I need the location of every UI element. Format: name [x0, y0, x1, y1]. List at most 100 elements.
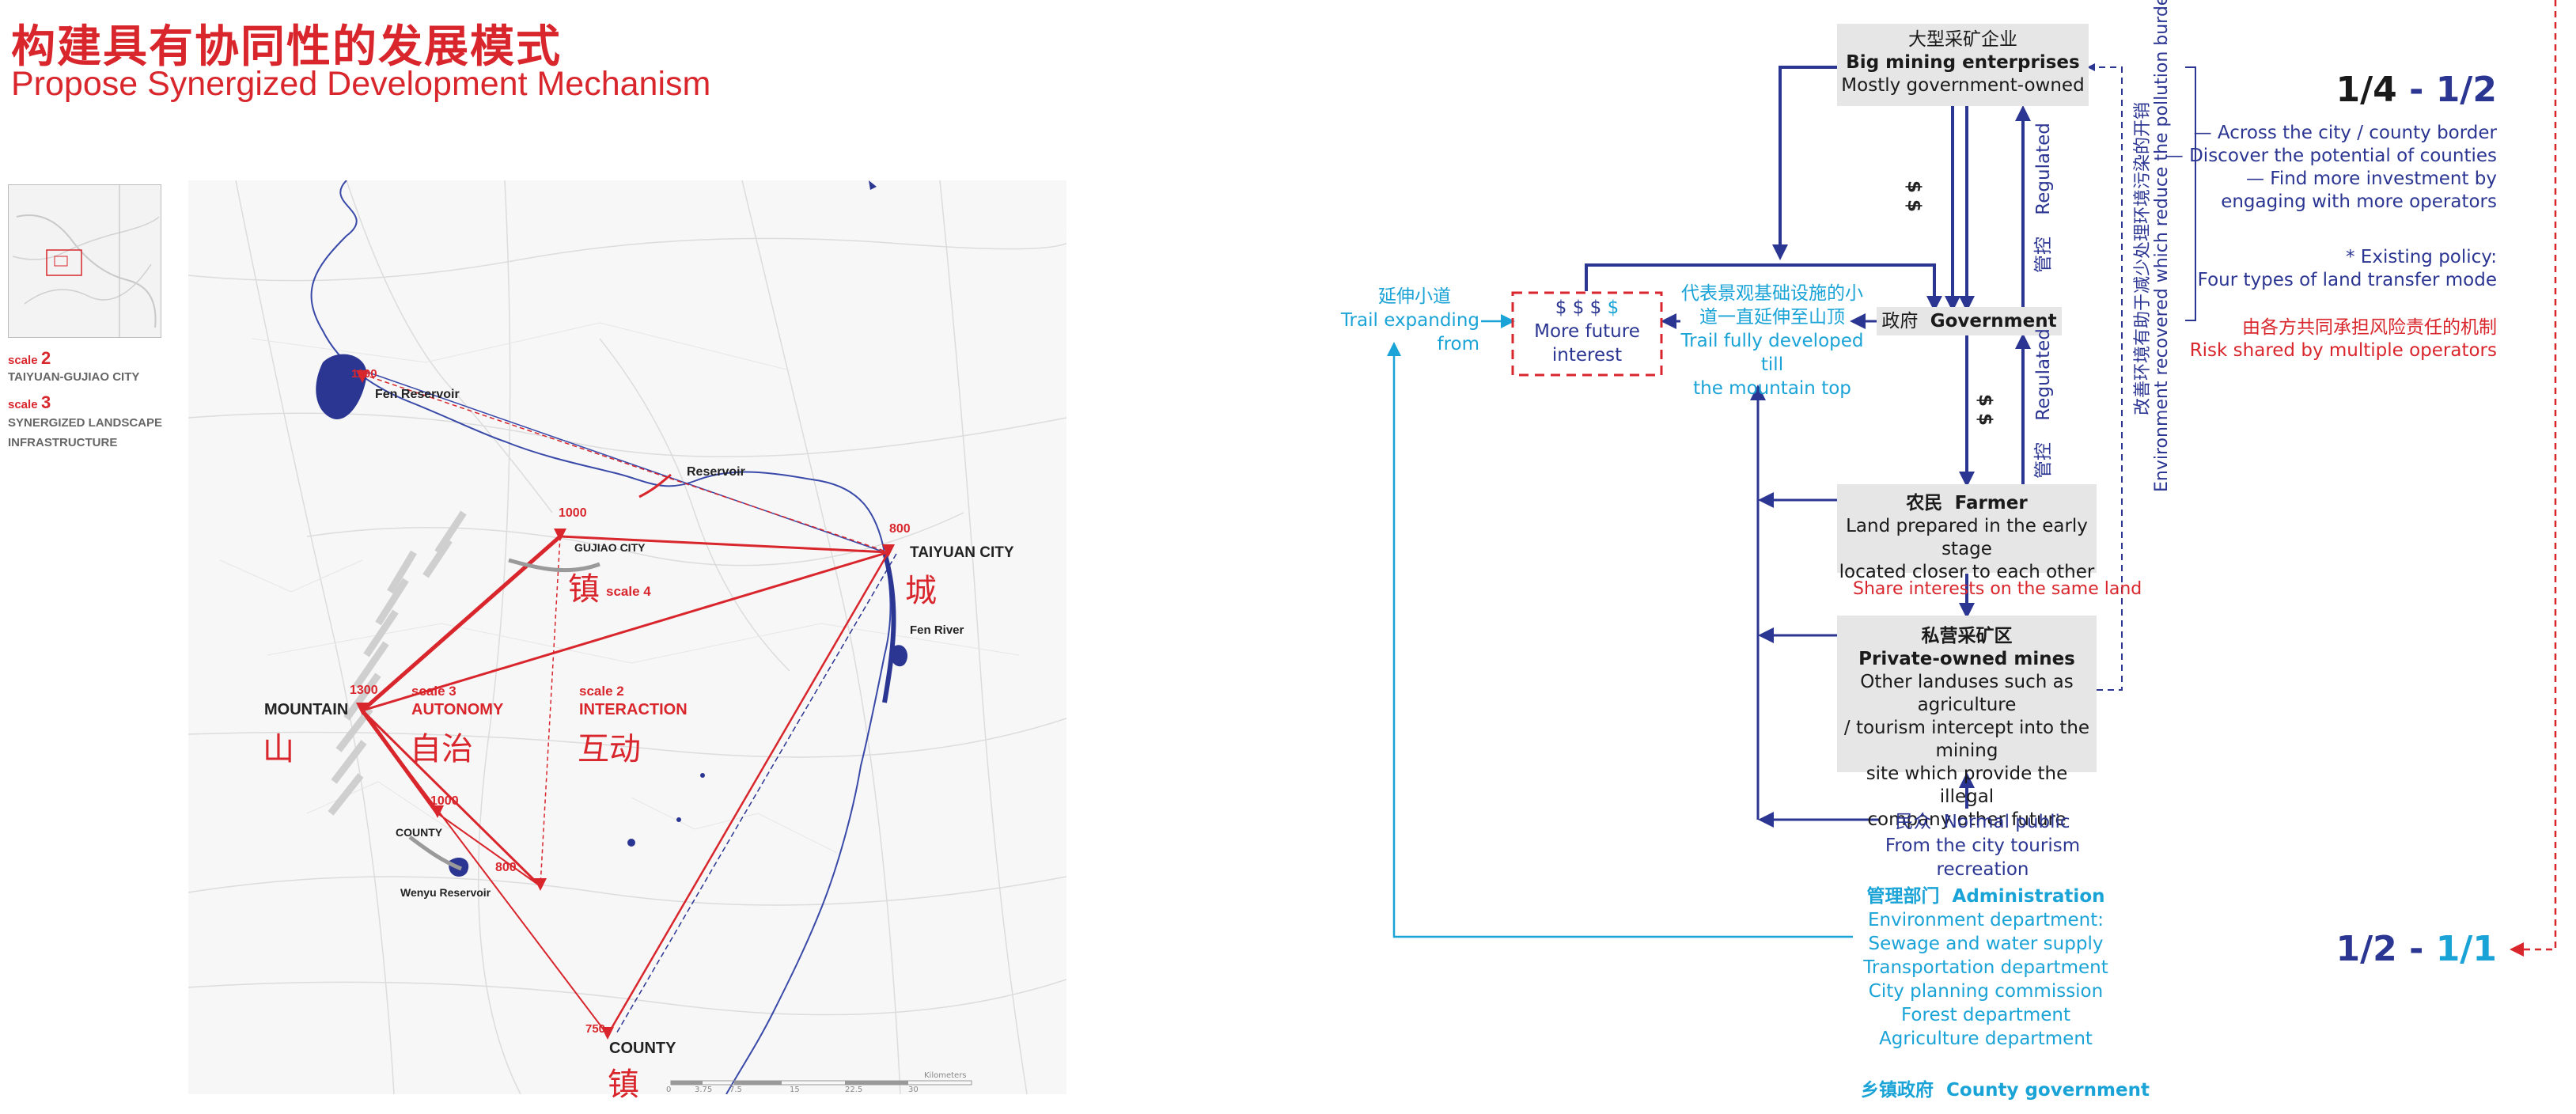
money-upper: $ $	[1904, 180, 1924, 213]
risk-cn: 由各方共同承担风险责任的机制	[2242, 317, 2497, 338]
bullet-item: — Find more investment by	[2245, 169, 2497, 189]
trail-mid-en1: Trail fully developed till	[1680, 331, 1864, 375]
existing-policy: * Existing policy: Four types of land tr…	[2198, 246, 2497, 292]
money-lower: $ $	[1975, 394, 1995, 426]
hudong-label: 互动	[578, 732, 641, 767]
label-reservoir: Reservoir	[687, 465, 745, 479]
title-en: Propose Synergized Development Mechanism	[11, 65, 711, 103]
government-box: 政府 Government	[1877, 307, 2062, 335]
regulated-lower-cn: 管控	[2033, 442, 2054, 479]
future-dollars-navy: $ $ $	[1555, 297, 1602, 318]
scalebar-tick-2: 7.5	[729, 1086, 742, 1094]
bullet-item: — Discover the potential of counties	[2165, 146, 2497, 166]
future-dollars-cyan: $	[1607, 297, 1619, 318]
ratio-bottom-sep: -	[2396, 929, 2436, 969]
cheng-label: 城	[905, 574, 937, 608]
legend-scale2: scale 2	[8, 348, 51, 369]
legend-scale2-num: 2	[41, 348, 51, 368]
private-mines-box: 私营采矿区 Private-owned mines Other landuses…	[1837, 616, 2097, 830]
scalebar	[670, 1080, 972, 1086]
zhen-bottom: 镇	[608, 1067, 639, 1102]
admin-item: Agriculture department	[1879, 1029, 2093, 1049]
scalebar-unit: Kilometers	[924, 1071, 967, 1080]
future-line2: interest	[1551, 345, 1623, 366]
regulated-lower: 管控 Regulated	[2028, 328, 2055, 479]
farmer-box: 农民 Farmer Land prepared in the early sta…	[1837, 484, 2097, 582]
elev-800-top: 800	[889, 522, 911, 536]
label-county: COUNTY	[609, 1040, 676, 1057]
zizhi-label: 自治	[410, 732, 473, 767]
scalebar-tick-1: 3.75	[695, 1086, 713, 1094]
locator-map-sketch	[12, 185, 160, 337]
legend-scale2-word: scale	[8, 354, 38, 367]
county-gov-cn: 乡镇政府	[1861, 1080, 1934, 1101]
scale3-map: scale 3	[411, 684, 456, 699]
scalebar-tick-3: 15	[790, 1086, 800, 1094]
label-fen-river: Fen River	[910, 623, 964, 637]
private-mines-line4: company other future	[1867, 809, 2066, 830]
policy-line1: * Existing policy:	[2345, 247, 2497, 267]
farmer-line1: Land prepared in the early stage	[1846, 516, 2088, 559]
elev-750: 750	[585, 1022, 606, 1036]
map-drawing	[188, 180, 1066, 1094]
big-mining-box: 大型采矿企业 Big mining enterprises Mostly gov…	[1837, 24, 2089, 106]
farmer-en: Farmer	[1954, 493, 2028, 513]
government-cn: 政府	[1881, 311, 1919, 332]
elev-1300: 1300	[350, 684, 378, 697]
title-cn: 构建具有协同性的发展模式	[11, 21, 562, 73]
trail-mid-note: 代表景观基础设施的小 道一直延伸至山顶 Trail fully develope…	[1669, 282, 1875, 400]
ratio-top: 1/4 - 1/2	[2335, 70, 2497, 110]
elev-1190: 1190	[351, 367, 377, 381]
public-cn: 民众	[1895, 812, 1932, 832]
county-government: 乡镇政府 County government	[1861, 1074, 2150, 1101]
right-bullets: — Across the city / county border — Disc…	[2165, 122, 2497, 214]
ratio-bottom-a: 1/2	[2335, 929, 2397, 969]
elev-1000-bottom: 1000	[430, 794, 459, 808]
label-taiyuan-city: TAIYUAN CITY	[910, 544, 1014, 561]
admin-item: Sewage and water supply	[1868, 934, 2104, 954]
admin-item: Transportation department	[1863, 957, 2108, 978]
policy-line2: Four types of land transfer mode	[2197, 270, 2497, 290]
trail-mid-cn1: 代表景观基础设施的小	[1681, 283, 1863, 304]
regulated-upper-cn: 管控	[2033, 237, 2054, 273]
elev-800-bottom: 800	[495, 861, 517, 874]
shan-label: 山	[263, 732, 294, 767]
share-interests-note: Share interests on the same land	[1853, 579, 2142, 599]
public-sub: From the city tourism recreation	[1885, 836, 2081, 880]
legend-scale3-num: 3	[41, 392, 51, 412]
autonomy-label: AUTONOMY	[411, 701, 504, 718]
future-interest-box: $ $ $ $ More future interest	[1513, 296, 1661, 367]
private-mines-line3: site which provide the illegal	[1866, 764, 2068, 807]
admin-item: City planning commission	[1868, 981, 2104, 1002]
future-line1: More future	[1534, 321, 1640, 342]
ratio-bottom-b: 1/1	[2435, 929, 2497, 969]
private-mines-line2: / tourism intercept into the mining	[1843, 718, 2090, 761]
big-mining-sub: Mostly government-owned	[1841, 75, 2085, 96]
farmer-cn: 农民	[1906, 493, 1943, 513]
label-mountain: MOUNTAIN	[264, 701, 349, 718]
government-en: Government	[1930, 311, 2057, 332]
legend-scale3-word: scale	[8, 398, 38, 411]
map-panel: 1190 Fen Reservoir Reservoir 1000 GUJIAO…	[188, 180, 1066, 1102]
scalebar-tick-0: 0	[666, 1086, 672, 1094]
scalebar-tick-5: 30	[908, 1086, 919, 1094]
private-mines-line1: Other landuses such as agriculture	[1860, 672, 2074, 715]
regulated-upper: 管控 Regulated	[2028, 123, 2055, 273]
regulated-upper-en: Regulated	[2033, 123, 2054, 215]
interaction-label: INTERACTION	[579, 701, 688, 718]
trail-mid-cn2: 道一直延伸至山顶	[1699, 307, 1845, 328]
zhen-top: 镇	[568, 572, 600, 607]
administration-en: Administration	[1952, 886, 2105, 907]
locator-thumbnail	[8, 184, 161, 338]
trail-left-en: Trail expanding from	[1340, 310, 1479, 354]
private-mines-cn: 私营采矿区	[1921, 626, 2013, 646]
elevation-markers	[356, 370, 895, 1040]
scale2-map: scale 2	[579, 684, 624, 699]
regulated-lower-en: Regulated	[2033, 328, 2054, 421]
legend-scale3-desc-2: INFRASTRUCTURE	[8, 436, 118, 449]
administration-cn: 管理部门	[1866, 886, 1940, 907]
risk-en: Risk shared by multiple operators	[2189, 340, 2497, 361]
trail-left-note: 延伸小道 Trail expanding from	[1297, 285, 1479, 356]
elev-1000-top: 1000	[559, 506, 587, 520]
legend-scale3-desc-1: SYNERGIZED LANDSCAPE	[8, 416, 163, 430]
